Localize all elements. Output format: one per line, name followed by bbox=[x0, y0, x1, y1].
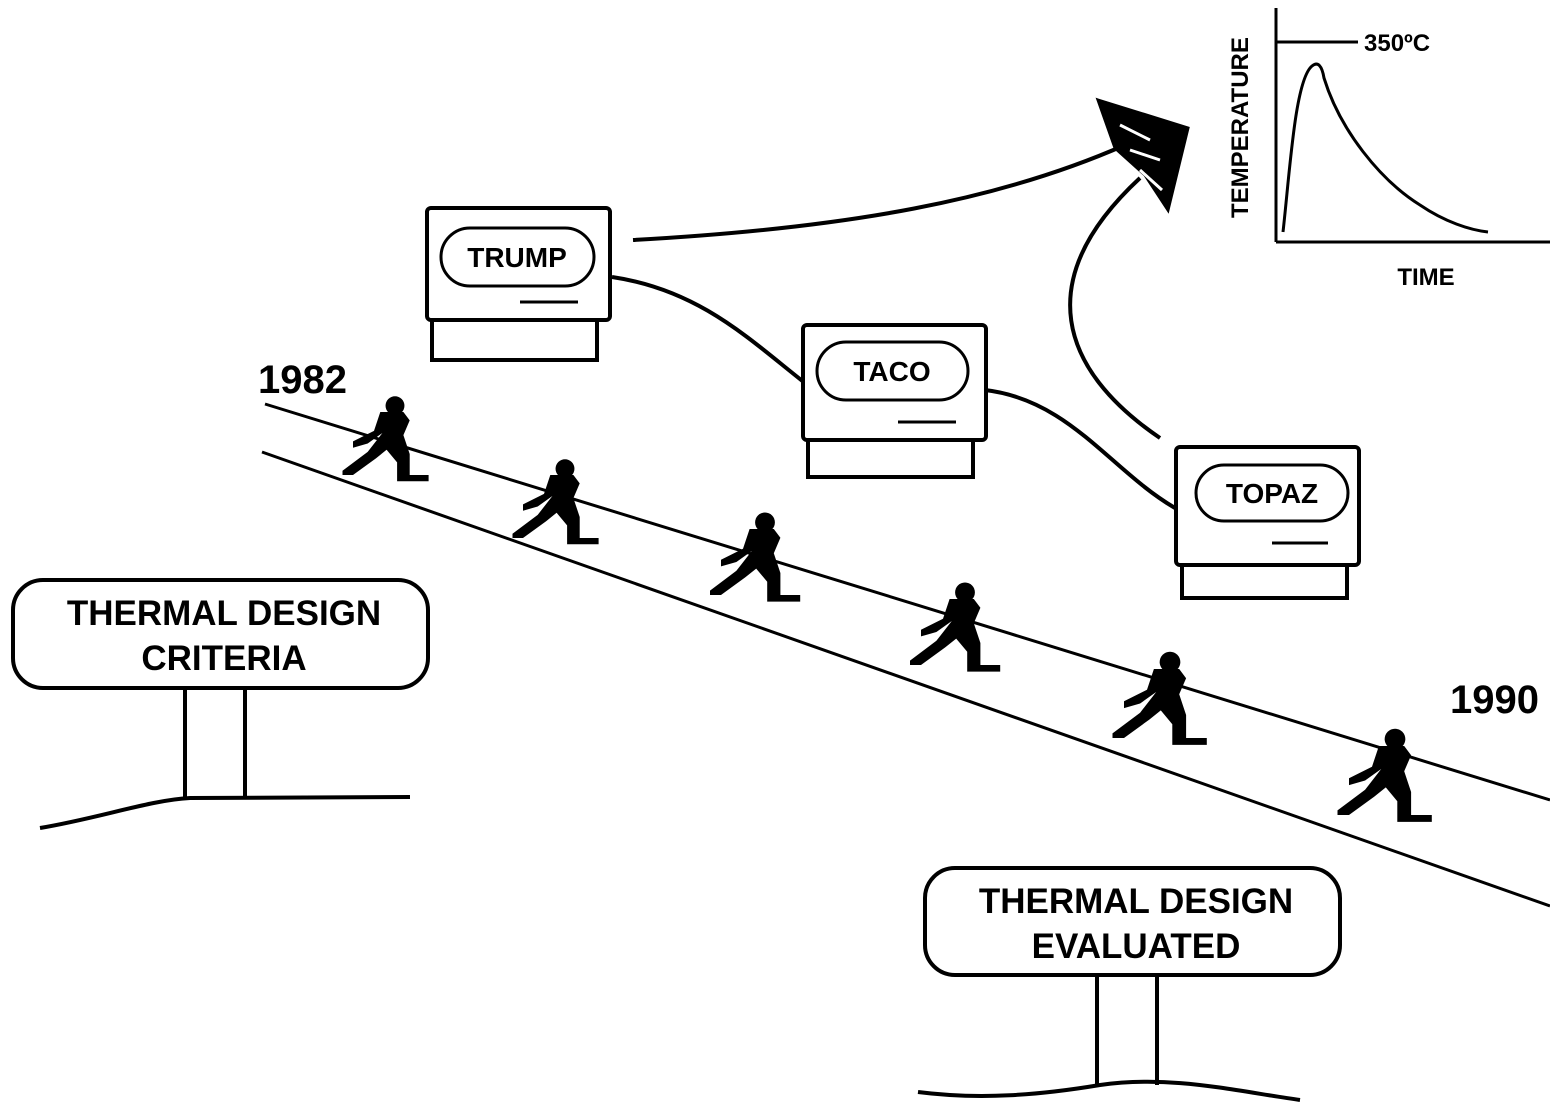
inset-chart: 350ºC TEMPERATURE TIME bbox=[1227, 8, 1550, 291]
trump-to-taco-connector bbox=[612, 277, 805, 383]
topaz-arrow-shaft bbox=[1070, 178, 1160, 438]
inset-y-label: TEMPERATURE bbox=[1227, 37, 1254, 218]
taco-to-topaz-connector bbox=[985, 390, 1175, 508]
inset-peak-label: 350ºC bbox=[1364, 30, 1430, 57]
end-sign-line2: EVALUATED bbox=[1032, 927, 1241, 966]
start-sign-ground bbox=[40, 797, 410, 828]
year-start-label: 1982 bbox=[258, 358, 347, 402]
code-box-taco: TACO bbox=[803, 325, 986, 477]
start-sign-line2: CRITERIA bbox=[141, 639, 306, 678]
walker-figure bbox=[1338, 729, 1432, 822]
inset-temperature-curve bbox=[1283, 64, 1488, 232]
code-label-trump: TRUMP bbox=[467, 242, 567, 273]
end-sign-line1: THERMAL DESIGN bbox=[979, 882, 1293, 921]
code-label-taco: TACO bbox=[853, 356, 930, 387]
start-sign-line1: THERMAL DESIGN bbox=[67, 594, 381, 633]
end-sign-ground bbox=[918, 1082, 1300, 1100]
code-label-topaz: TOPAZ bbox=[1226, 478, 1318, 509]
trump-arrow-shaft bbox=[633, 145, 1125, 240]
year-end-label: 1990 bbox=[1450, 678, 1539, 722]
walker-figure bbox=[343, 396, 429, 481]
inset-x-label: TIME bbox=[1397, 264, 1454, 291]
code-box-trump: TRUMP bbox=[427, 208, 610, 360]
code-box-topaz: TOPAZ bbox=[1176, 447, 1359, 598]
walker-figure bbox=[710, 513, 800, 602]
start-sign: THERMAL DESIGN CRITERIA bbox=[13, 580, 428, 828]
end-sign: THERMAL DESIGN EVALUATED bbox=[918, 868, 1340, 1100]
walker-figure bbox=[1113, 652, 1207, 745]
